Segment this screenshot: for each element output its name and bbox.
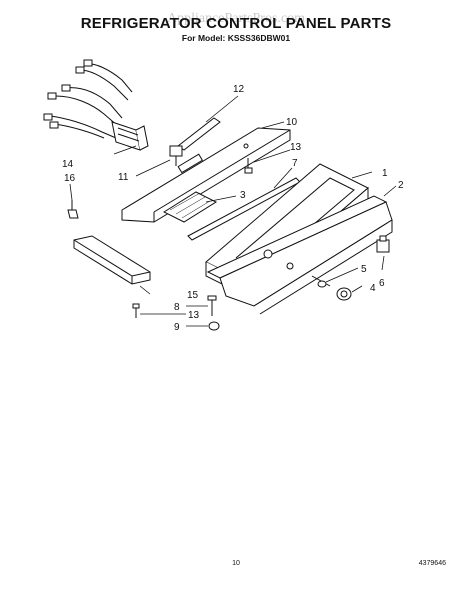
insulation-pad — [162, 191, 218, 223]
screw-upper — [244, 158, 253, 174]
callout-13-lower: 13 — [188, 310, 200, 321]
callout-11: 11 — [118, 172, 129, 183]
control-panel-front — [206, 195, 393, 315]
callout-16: 16 — [64, 173, 76, 184]
callout-6: 6 — [379, 278, 385, 289]
model-subtitle: For Model: KSSS36DBW01 — [181, 33, 291, 43]
clip-part — [67, 200, 79, 219]
lower-fasteners — [132, 295, 220, 331]
callout-1: 1 — [382, 168, 388, 179]
callout-13-upper: 13 — [290, 142, 302, 153]
callout-4: 4 — [370, 283, 376, 294]
mounting-bracket — [121, 127, 291, 223]
switch-part — [376, 235, 390, 253]
thermostat-part — [169, 117, 221, 166]
callout-5: 5 — [361, 264, 367, 275]
leader-lines — [69, 95, 397, 327]
page-number: 10 — [232, 560, 240, 567]
callout-12: 12 — [233, 84, 245, 95]
callout-3: 3 — [240, 190, 246, 201]
callout-2: 2 — [398, 180, 404, 191]
callout-7: 7 — [292, 158, 298, 169]
callout-15: 15 — [187, 290, 199, 301]
lower-trim — [73, 235, 151, 285]
watermark: AppliancePartsPros.com — [166, 11, 306, 26]
wiring-harness — [43, 59, 149, 151]
callout-14: 14 — [62, 159, 74, 170]
callout-8: 8 — [174, 302, 180, 313]
grommet-part — [317, 280, 327, 288]
callout-9: 9 — [174, 322, 180, 333]
page-title: REFRIGERATOR CONTROL PANEL PARTS — [80, 15, 392, 32]
callout-10: 10 — [286, 117, 298, 128]
document-number: 4379646 — [418, 560, 446, 567]
